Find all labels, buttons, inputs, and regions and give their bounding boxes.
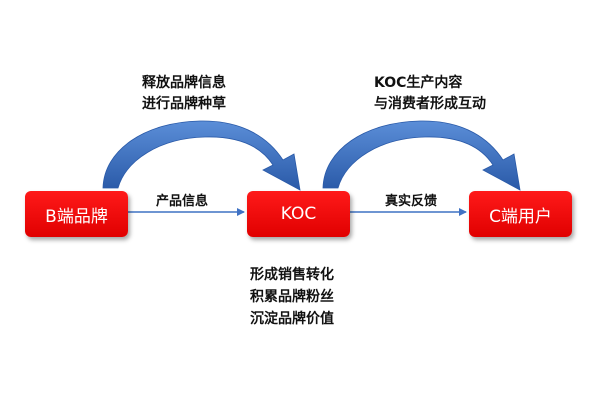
koc-outcome-line-3: 沉淀品牌价值 — [250, 311, 334, 327]
edge-label-brand-to-koc: 产品信息 — [156, 194, 209, 209]
left-arc-caption-line-1: 释放品牌信息 — [142, 75, 226, 91]
right-arc-caption-line-1: KOC生产内容 — [374, 75, 463, 91]
edge-label-koc-to-user: 真实反馈 — [385, 194, 438, 209]
arc-arrow-right — [322, 120, 521, 191]
koc-outcome-line-2: 积累品牌粉丝 — [250, 289, 334, 305]
left-arc-caption: 释放品牌信息 进行品牌种草 — [142, 73, 226, 115]
right-arc-caption-line-2: 与消费者形成互动 — [374, 96, 486, 112]
left-arc-caption-line-2: 进行品牌种草 — [142, 96, 226, 112]
right-arc-caption: KOC生产内容 与消费者形成互动 — [374, 73, 486, 115]
arc-arrow-left — [102, 120, 301, 191]
koc-outcome-line-1: 形成销售转化 — [250, 267, 334, 283]
node-user: C端用户 — [469, 191, 572, 237]
node-koc: KOC — [247, 191, 350, 237]
koc-outcomes-caption: 形成销售转化 积累品牌粉丝 沉淀品牌价值 — [250, 264, 334, 330]
node-brand: B端品牌 — [25, 191, 128, 237]
